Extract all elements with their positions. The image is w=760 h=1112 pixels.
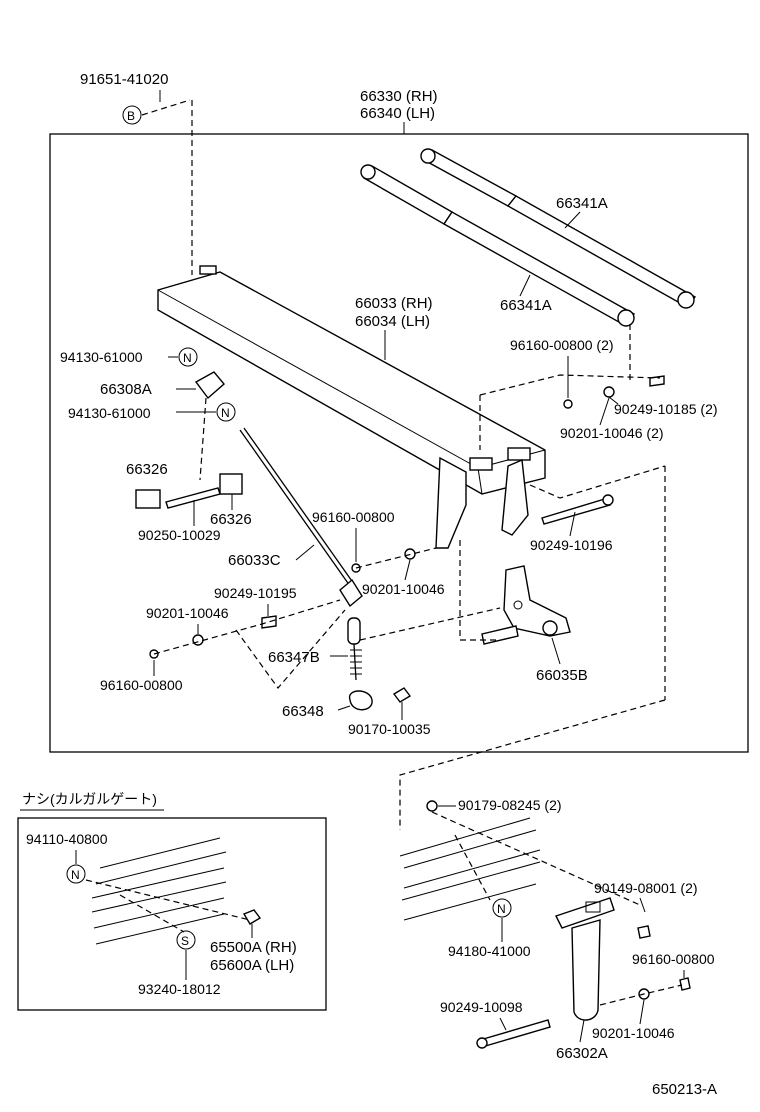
label-66330: 66330 (RH) [360,88,438,105]
turnbuckle-66347b [347,617,362,681]
bolt-top [649,375,665,387]
label-90249-10195: 90249-10195 [214,585,297,601]
label-90250-10029: 90250-10029 [138,527,221,543]
label-94110-40800: 94110-40800 [26,831,108,847]
label-90201-10046-mid: 90201-10046 [362,581,445,597]
label-96160-00800-mid: 96160-00800 [312,509,395,525]
circle-n-2: N [216,402,236,422]
label-66341a-mid: 66341A [500,297,552,314]
label-96160-00800-left: 96160-00800 [100,677,183,693]
label-65500a: 65500A (RH) [210,939,297,956]
main-frame [49,133,749,753]
label-93240-18012: 93240-18012 [138,981,221,997]
gas-strut-upper [420,148,697,309]
inset-rails [91,837,227,945]
rod-66033c [239,427,363,608]
svg-text:S: S [181,934,189,948]
label-66308a: 66308A [100,381,152,398]
bolt-left [261,615,277,629]
label-90179-08245: 90179-08245 (2) [458,797,562,813]
washer-br [679,977,691,991]
inset-frame [17,817,327,1011]
label-96160-00800-2: 96160-00800 (2) [510,337,614,353]
diagram-id: 650213-A [652,1081,717,1098]
label-66033c: 66033C [228,552,281,569]
pad-left [135,489,161,509]
label-94180-41000: 94180-41000 [448,943,531,959]
washer-top-2 [603,386,615,398]
label-65600a: 65600A (LH) [210,957,294,974]
label-90249-10185: 90249-10185 (2) [614,401,718,417]
label-94130-61000-a: 94130-61000 [60,349,143,365]
label-66326-b: 66326 [210,511,252,528]
circle-n-4: N [492,898,512,918]
svg-text:N: N [497,902,506,916]
label-66302a: 66302A [556,1045,608,1062]
pad-right [219,473,243,495]
label-66034: 66034 (LH) [355,313,430,330]
bolt-90249-10098 [479,1019,551,1048]
circle-n-3: N [66,864,86,884]
tailgate-panel [399,817,541,921]
bolt-90249-10196 [541,497,611,525]
label-90201-10046-left: 90201-10046 [146,605,229,621]
clip-90179 [426,800,438,812]
svg-text:N: N [221,406,230,420]
label-91651-41020: 91651-41020 [80,71,168,88]
label-66033: 66033 (RH) [355,295,433,312]
label-94130-61000-b: 94130-61000 [68,405,151,421]
label-66341a-top: 66341A [556,195,608,212]
label-66035b: 66035B [536,667,588,684]
pin-90250 [165,487,221,509]
bracket-66035b [481,565,571,645]
svg-text:B: B [127,109,135,123]
nut-inset [242,909,262,925]
inset-title: ナシ(カルガルゲート) [22,791,157,807]
label-66340: 66340 (LH) [360,105,435,122]
nut-90170 [392,687,412,703]
svg-text:N: N [71,868,80,882]
label-96160-00800-br: 96160-00800 [632,951,715,967]
screw-90149 [637,925,651,939]
label-90201-10046-br: 90201-10046 [592,1025,675,1041]
clevis-66348 [349,690,373,711]
label-66347b: 66347B [268,649,320,666]
label-90249-10196: 90249-10196 [530,537,613,553]
washer-top [563,399,573,409]
circle-b: B [122,105,142,125]
label-90201-10046-2: 90201-10046 (2) [560,425,664,441]
lift-arm-body [157,265,546,549]
label-90170-10035: 90170-10035 [348,721,431,737]
label-90249-10098: 90249-10098 [440,999,523,1015]
link-66302a [555,897,615,1021]
label-90149-08001: 90149-08001 (2) [594,880,698,896]
label-66326-a: 66326 [126,461,168,478]
label-66348: 66348 [282,703,324,720]
washer-left [192,634,204,646]
circle-s: S [176,930,196,950]
svg-text:N: N [183,351,192,365]
hinge-block [194,371,225,400]
gas-strut-lower [360,164,636,327]
circle-n-1: N [178,347,198,367]
